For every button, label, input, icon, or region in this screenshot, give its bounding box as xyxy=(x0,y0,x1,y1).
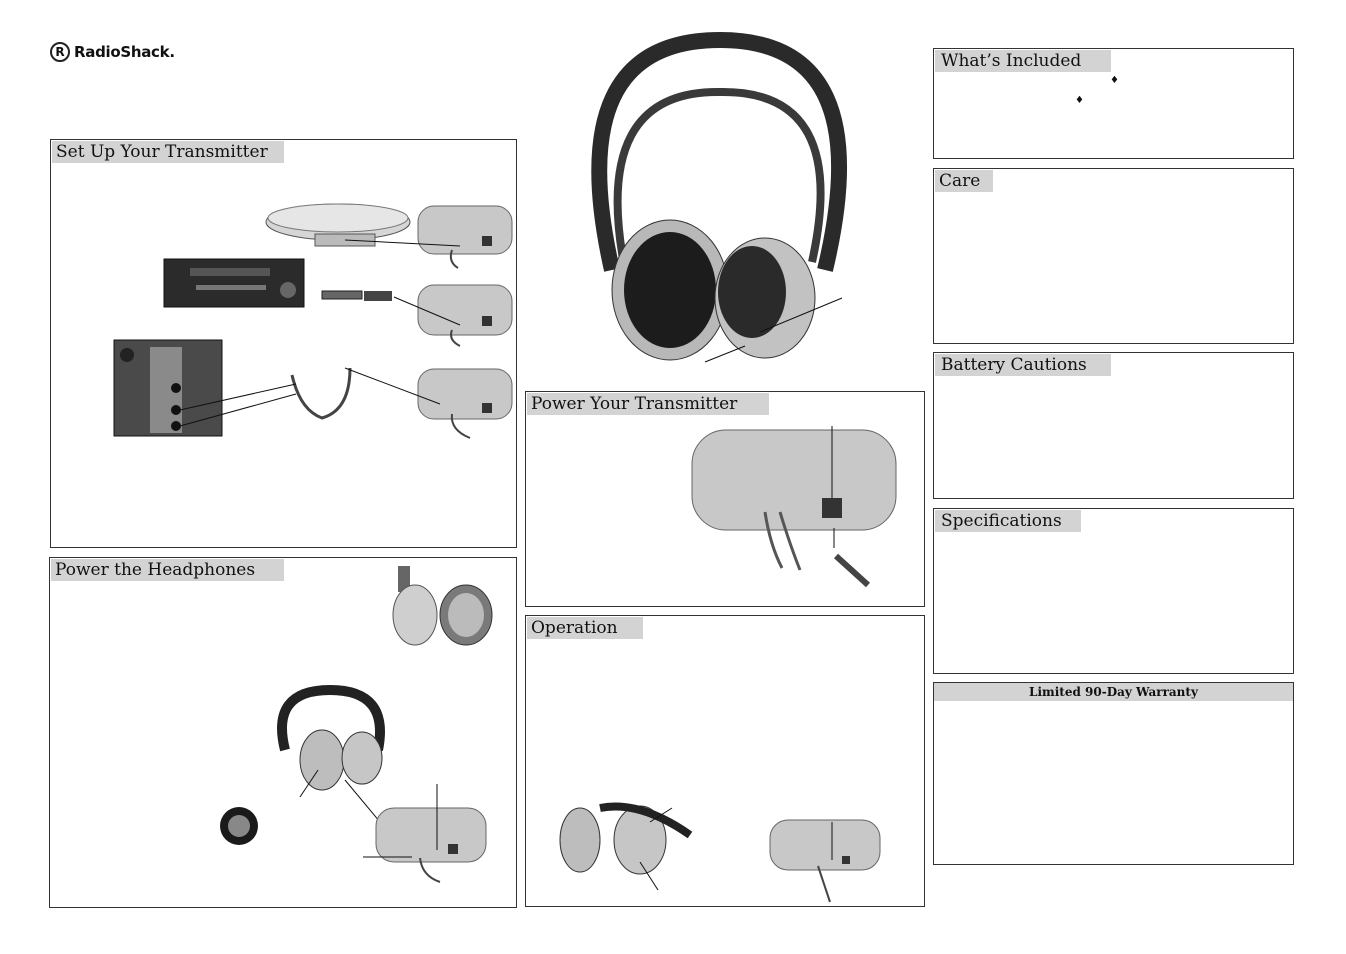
specs-title: Specifications xyxy=(935,510,1081,532)
included-title: What’s Included xyxy=(935,50,1111,72)
operation-panel: Operation xyxy=(525,615,925,907)
power-headphones-panel: Power the Headphones xyxy=(49,557,517,908)
battery-title: Battery Cautions xyxy=(935,354,1111,376)
operation-title: Operation xyxy=(527,617,643,639)
transmitter-image-3 xyxy=(417,368,513,439)
care-panel: Care xyxy=(933,168,1294,344)
bullet-marker: ♦ xyxy=(1110,75,1119,86)
headphones-side-image xyxy=(559,802,693,875)
transmitter-image-2 xyxy=(417,284,513,347)
small-headphones-image xyxy=(277,684,385,791)
brand-logo: R RadioShack. xyxy=(50,42,175,62)
battery-panel: Battery Cautions xyxy=(933,352,1294,499)
cd-player-image xyxy=(265,203,411,247)
stereo-receiver-image xyxy=(163,258,305,308)
recycle-seal-image xyxy=(220,807,258,845)
warranty-title: Limited 90-Day Warranty xyxy=(934,683,1293,701)
transmitter-image-5 xyxy=(769,819,881,903)
radioshack-logo-icon: R xyxy=(50,42,70,62)
included-panel: What’s Included ♦ ♦ xyxy=(933,48,1294,159)
power-transmitter-panel: Power Your Transmitter xyxy=(525,391,925,607)
care-title: Care xyxy=(935,170,993,192)
headphones-image xyxy=(591,31,848,361)
transmitter-image-4 xyxy=(375,807,487,883)
bullet-marker: ♦ xyxy=(1075,95,1084,106)
earcup-battery-image xyxy=(392,566,493,646)
transmitter-image-large xyxy=(691,429,897,571)
plug-adapter-image xyxy=(321,290,392,301)
warranty-panel: Limited 90-Day Warranty xyxy=(933,682,1294,865)
tv-jack-panel-image xyxy=(113,339,223,437)
transmitter-image-1 xyxy=(417,205,513,269)
power-transmitter-title: Power Your Transmitter xyxy=(527,393,769,415)
specs-panel: Specifications xyxy=(933,508,1294,674)
setup-title: Set Up Your Transmitter xyxy=(52,141,284,163)
brand-name: RadioShack. xyxy=(74,43,175,61)
power-headphones-title: Power the Headphones xyxy=(51,559,284,581)
